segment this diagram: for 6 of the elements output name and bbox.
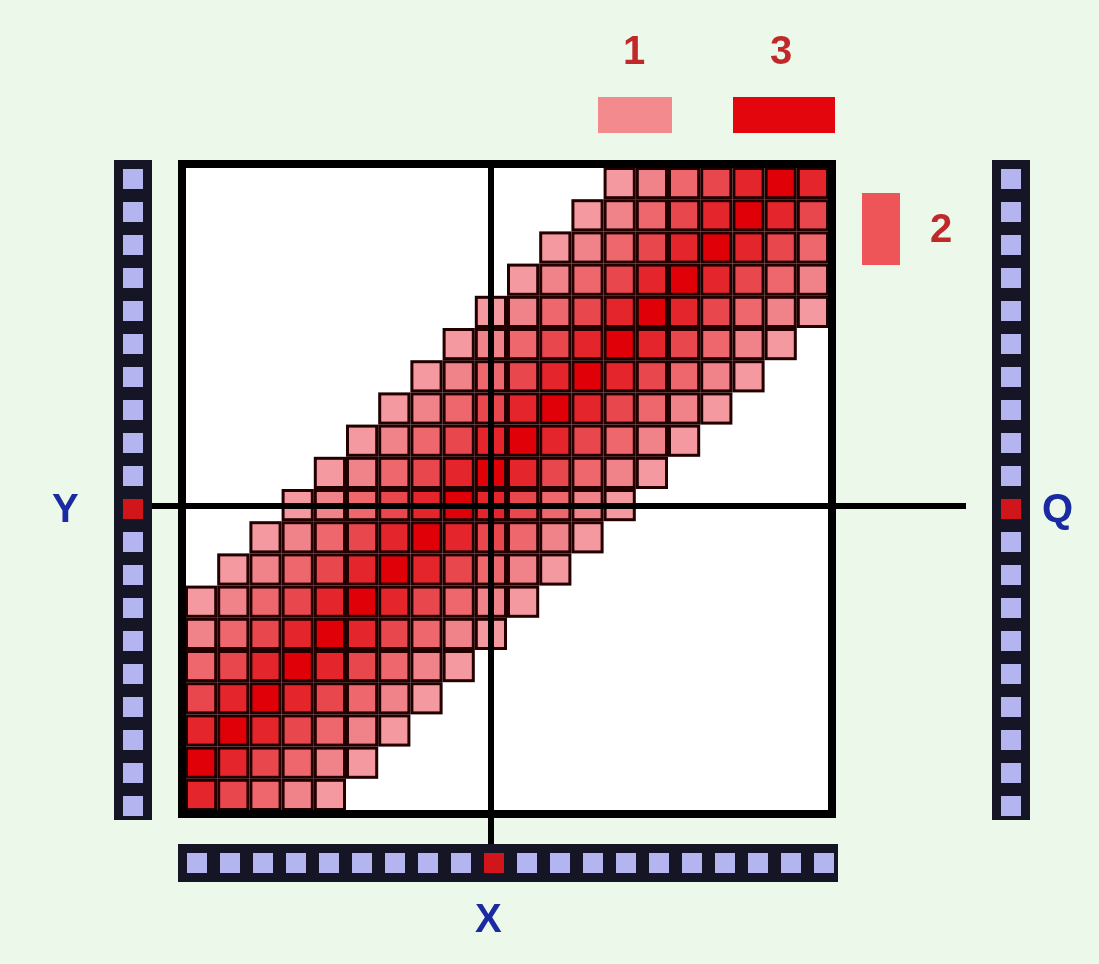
axis-label: Y xyxy=(52,488,79,528)
axis-label: Q xyxy=(1042,488,1074,528)
legend-label: 2 xyxy=(930,208,953,248)
axis-label: X xyxy=(475,898,502,938)
legend-label: 1 xyxy=(623,30,646,70)
legend-label: 3 xyxy=(770,30,793,70)
